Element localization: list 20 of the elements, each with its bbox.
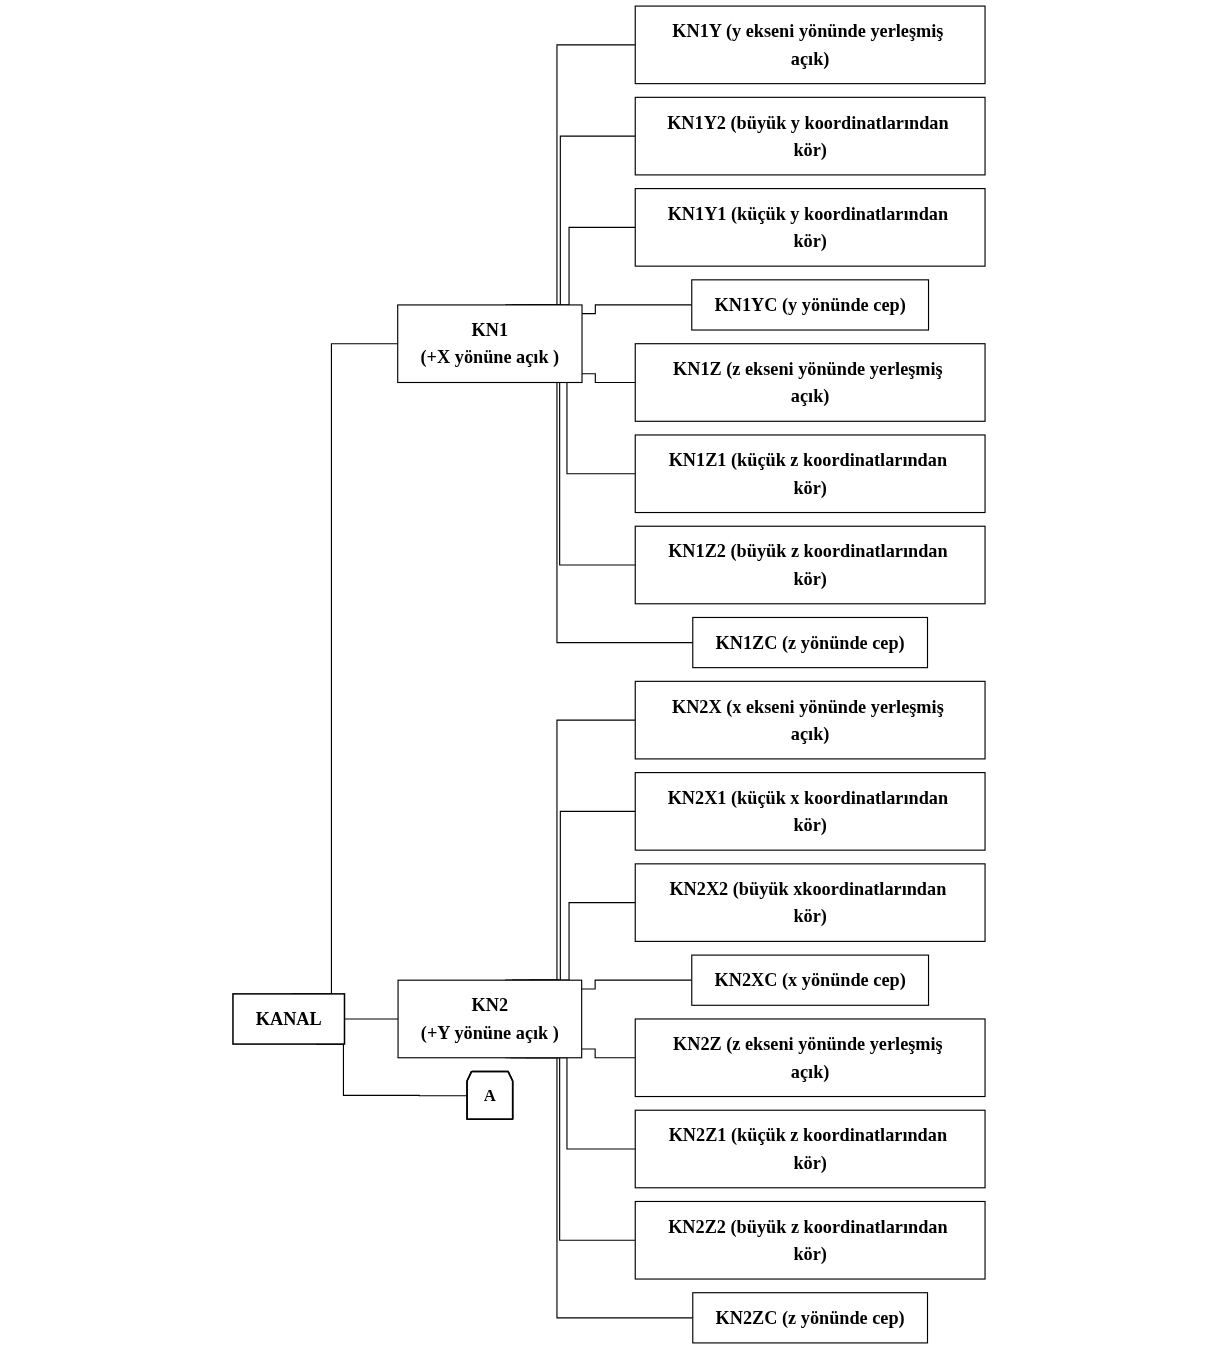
node-box: KN2X1 (küçük x koordinatlarından kör) (634, 772, 986, 851)
node-box: KN2XC (x yönünde cep) (691, 954, 930, 1006)
node-box: KN2 (+Y yönüne açık ) (397, 979, 583, 1059)
node-box: KN1Z2 (büyük z koordinatlarından kör) (634, 525, 986, 605)
node-box: KN1Z (z ekseni yönünde yerleşmiş açık) (634, 343, 986, 422)
node-box: KN1Z1 (küçük z koordinatlarından kör) (634, 434, 986, 514)
node-box: KN1Y2 (büyük y koordinatlarından kör) (634, 96, 986, 176)
node-box: KN2X2 (büyük xkoordinatlarından kör) (634, 863, 986, 942)
node-box: KN2Z1 (küçük z koordinatlarından kör) (634, 1109, 986, 1189)
node-box: KN2ZC (z yönünde cep) (692, 1292, 929, 1344)
node-box: KN2Z2 (büyük z koordinatlarından kör) (634, 1200, 986, 1280)
node-box: KN1Y (y ekseni yönünde yerleşmiş açık) (634, 5, 986, 85)
connector (581, 1048, 636, 1059)
node-box: KN2Z (z ekseni yönünde yerleşmiş açık) (634, 1018, 986, 1098)
node-box: KN1YC (y yönünde cep) (691, 279, 930, 331)
node-box: KANAL (232, 993, 346, 1045)
node-box: KN1ZC (z yönünde cep) (692, 616, 929, 669)
node-box: KN1 (+X yönüne açık ) (397, 304, 583, 384)
node-box: KN1Y1 (küçük y koordinatlarından kör) (634, 188, 986, 267)
node-box: KN2X (x ekseni yönünde yerleşmiş açık) (634, 680, 986, 760)
